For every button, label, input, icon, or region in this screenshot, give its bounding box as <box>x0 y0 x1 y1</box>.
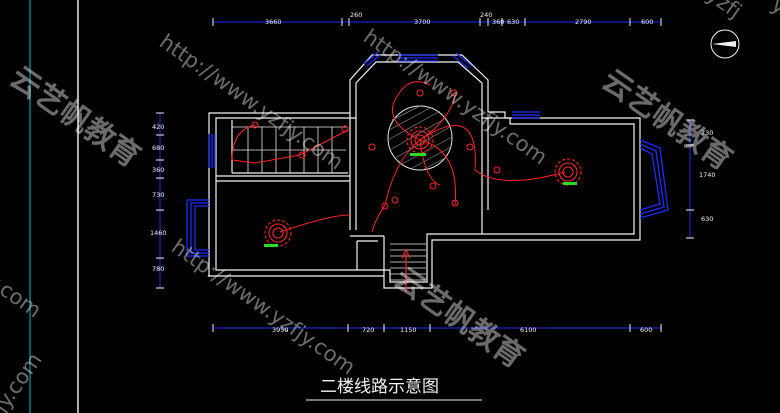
dim-bottom-2: 720 <box>362 326 374 334</box>
dim-right-1: 730 <box>701 129 713 137</box>
dim-top-4: 240 <box>480 11 492 19</box>
light-labels <box>264 153 577 247</box>
watermark-url-1: http://www.yzfjy.com <box>155 29 348 174</box>
dim-bottom-1: 3950 <box>272 326 289 334</box>
dim-top-1: 3660 <box>265 18 282 26</box>
light-bedroom-right <box>554 158 582 186</box>
drawing-title: 二楼线路示意图 <box>320 377 439 397</box>
dim-right-3: 630 <box>701 215 713 223</box>
north-arrow-icon <box>710 29 740 59</box>
walls <box>208 54 641 289</box>
watermark-corner: yzfj <box>702 0 746 23</box>
dim-right-2: 1740 <box>699 171 716 179</box>
dim-top-7: 2790 <box>575 18 592 26</box>
outlet-markers <box>251 89 501 210</box>
dim-left-3: 360 <box>152 166 164 174</box>
watermark-cn-2: 云艺帆教育 <box>595 63 738 178</box>
dim-left-4: 730 <box>152 191 164 199</box>
staircase-bottom <box>390 243 426 281</box>
stair-arrow <box>401 248 411 292</box>
watermark-url-2: http://www.yzfjy.com <box>359 24 552 169</box>
dim-top-6: 630 <box>507 18 519 26</box>
light-bedroom-left <box>264 219 292 247</box>
dim-top-8: 600 <box>641 18 653 26</box>
dim-top-5: 360 <box>492 18 504 26</box>
dim-bottom-3: 1150 <box>400 326 417 334</box>
watermark-corner-2: fjy.com <box>0 348 47 413</box>
staircase-top <box>232 126 346 173</box>
watermark-tail: jy.com <box>0 264 46 323</box>
dimension-ticks <box>156 18 694 332</box>
dim-bottom-5: 600 <box>640 326 652 334</box>
dim-left-5: 1460 <box>150 229 167 237</box>
dim-top-3: 3700 <box>414 18 431 26</box>
watermark-url-3: http://www.yzfjy.com <box>167 234 360 379</box>
watermark-cn-3: 云艺帆教育 <box>387 261 530 376</box>
dimension-lines <box>159 21 691 329</box>
dim-bottom-4: 6100 <box>520 326 537 334</box>
watermark-cn-1: 云艺帆教育 <box>3 60 146 175</box>
watermark-top: y <box>767 0 780 19</box>
dim-left-6: 780 <box>152 265 164 273</box>
windows <box>186 51 669 257</box>
wiring <box>231 81 566 233</box>
light-fixtures <box>264 126 582 247</box>
dim-top-2: 260 <box>350 11 362 19</box>
ceiling-feature <box>387 105 453 171</box>
dim-left-2: 680 <box>152 144 164 152</box>
dim-left-1: 420 <box>152 123 164 131</box>
